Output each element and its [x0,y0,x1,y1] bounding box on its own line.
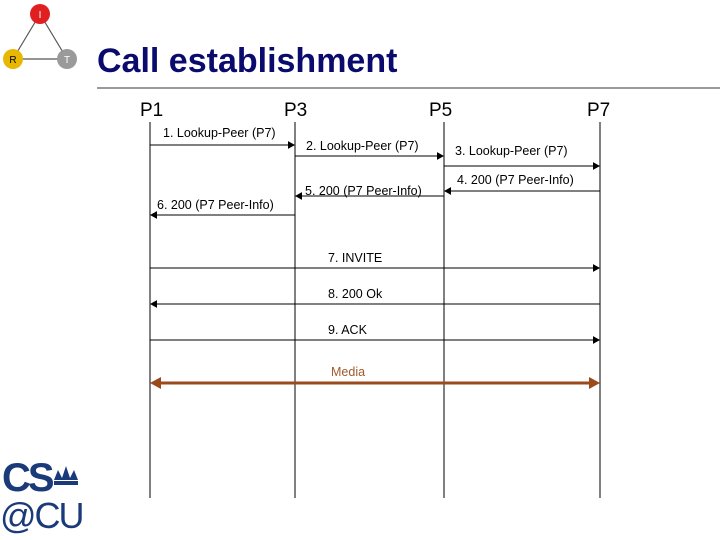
arrowhead [150,300,157,308]
arrowhead [589,376,600,390]
logo-node-t [57,49,77,69]
logo-node-r [3,49,23,69]
peer-label-p5: P5 [429,100,453,121]
message-label-7: 7. INVITE [328,251,383,265]
title-divider [97,87,720,89]
arrowhead [593,264,600,272]
arrowhead [150,376,161,390]
message-label-6: 6. 200 (P7 Peer-Info) [157,198,274,212]
logo-node-r-label: R [9,55,16,66]
message-label-2: 2. Lookup-Peer (P7) [306,139,419,153]
logo-cu-text: @CU [0,495,85,536]
crown-icon [54,466,78,485]
logo-node-t-label: T [64,55,70,66]
arrowhead [593,162,600,170]
logo-node-i [30,4,50,24]
lifelines [149,122,601,498]
slide-title: Call establishment [97,42,398,80]
message-arrows [150,141,600,344]
peer-label-p7: P7 [587,100,611,121]
arrowhead [295,192,302,200]
arrowhead [593,336,600,344]
message-label-3: 3. Lookup-Peer (P7) [455,144,568,158]
peer-label-p1: P1 [140,100,164,121]
arrowhead [444,187,451,195]
logo-node-i-label: I [39,10,42,21]
arrowhead [437,152,444,160]
arrowhead [150,211,157,219]
message-label-5: 5. 200 (P7 Peer-Info) [305,184,422,198]
logo-cs-text: CS [2,456,55,500]
media-arrow [150,376,600,390]
media-label: Media [331,365,366,379]
message-label-9: 9. ACK [328,323,367,337]
message-label-1: 1. Lookup-Peer (P7) [163,126,276,140]
arrowhead [288,141,295,149]
message-label-8: 8. 200 Ok [328,287,383,301]
peer-label-p3: P3 [284,100,308,121]
message-label-4: 4. 200 (P7 Peer-Info) [457,173,574,187]
itr-logo: I R T [3,4,77,69]
